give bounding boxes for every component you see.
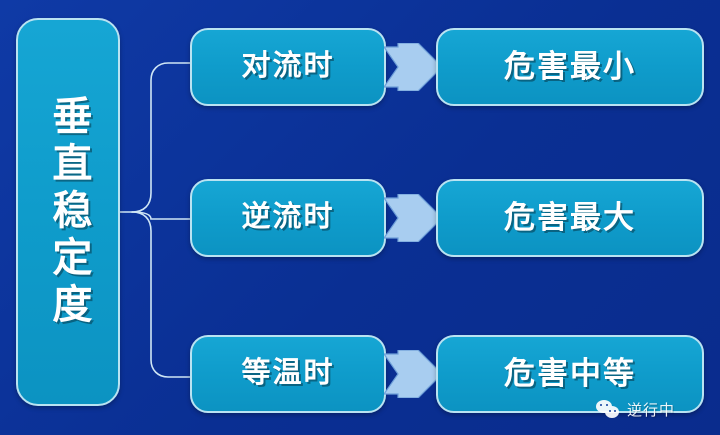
wechat-icon bbox=[596, 399, 622, 420]
condition-node-2-label: 逆流时 bbox=[241, 201, 335, 234]
root-node[interactable]: 垂直稳定度 bbox=[16, 18, 120, 406]
result-node-1-label: 危害最小 bbox=[504, 49, 636, 85]
condition-node-3[interactable]: 等温时 bbox=[190, 335, 386, 413]
result-node-2-label: 危害最大 bbox=[504, 200, 636, 236]
condition-node-3-label: 等温时 bbox=[241, 357, 335, 390]
result-node-3[interactable]: 危害中等 bbox=[436, 335, 704, 413]
root-node-label: 垂直稳定度 bbox=[46, 94, 91, 330]
watermark-label: 逆行中 bbox=[627, 402, 676, 419]
condition-node-2[interactable]: 逆流时 bbox=[190, 179, 386, 257]
watermark: 逆行中 bbox=[596, 399, 675, 420]
chevron-right-icon-3 bbox=[384, 350, 442, 398]
result-node-1[interactable]: 危害最小 bbox=[436, 28, 704, 106]
result-node-3-label: 危害中等 bbox=[504, 356, 636, 392]
chevron-right-icon-2 bbox=[384, 194, 442, 242]
condition-node-1-label: 对流时 bbox=[241, 50, 335, 83]
condition-node-1[interactable]: 对流时 bbox=[190, 28, 386, 106]
chevron-right-icon-1 bbox=[384, 43, 442, 91]
result-node-2[interactable]: 危害最大 bbox=[436, 179, 704, 257]
